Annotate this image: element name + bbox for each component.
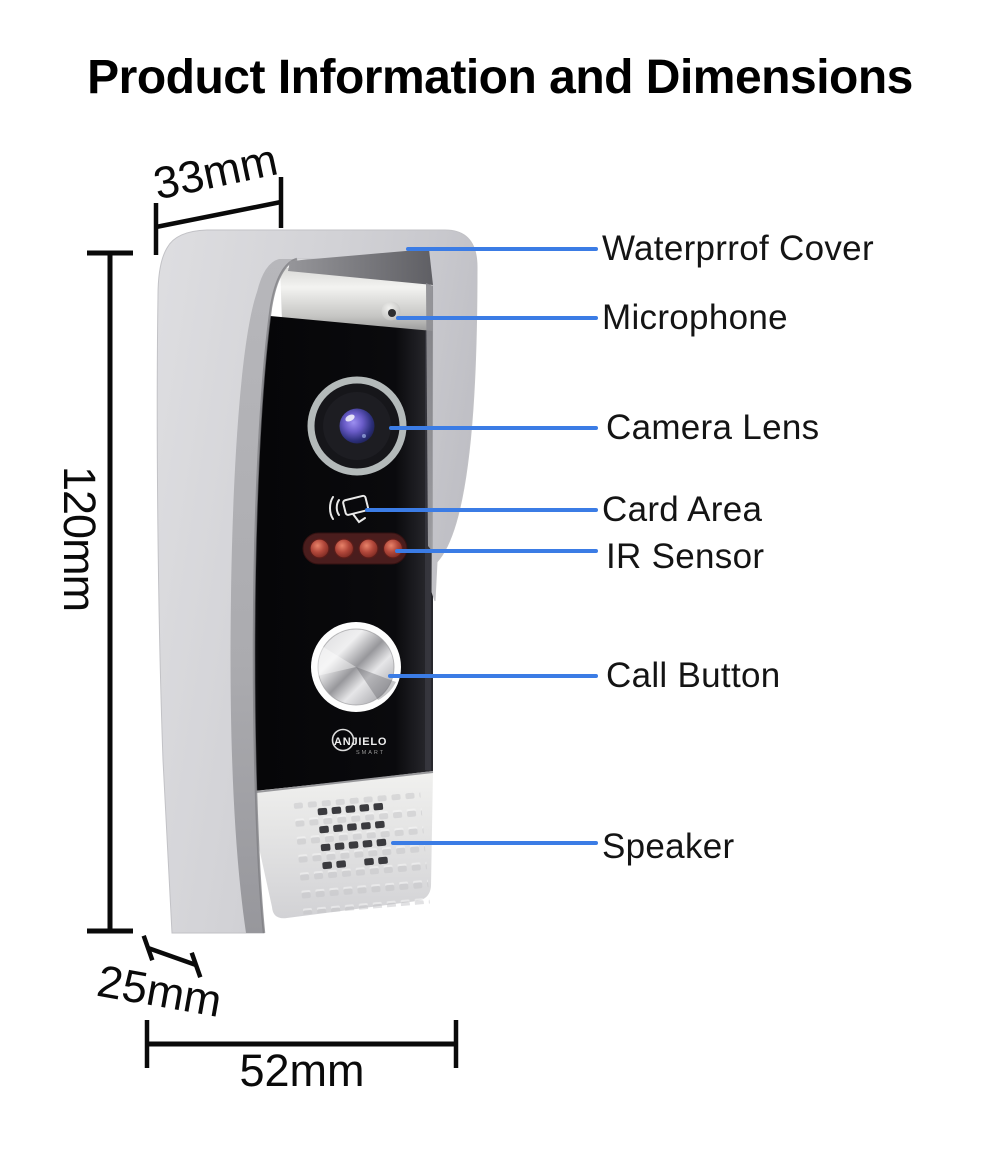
dimension-height: 120mm	[54, 466, 105, 612]
label-camera-lens: Camera Lens	[606, 408, 820, 447]
page-title: Product Information and Dimensions	[87, 51, 913, 104]
intercom-unit: ANJIELO SMART	[244, 267, 434, 919]
label-waterproof-cover: Waterprrof Cover	[602, 229, 874, 268]
dim-line-33mm	[153, 177, 284, 255]
brand-logo: ANJIELO SMART	[331, 728, 387, 756]
ir-sensor-leds	[302, 532, 408, 565]
hood-inner-face	[230, 259, 297, 933]
brand-text: ANJIELO	[334, 736, 387, 748]
leader-camera-lens	[389, 426, 598, 430]
label-microphone: Microphone	[602, 298, 788, 337]
label-speaker: Speaker	[602, 827, 735, 866]
dimension-lines	[87, 177, 459, 1068]
dim-line-25mm	[141, 935, 203, 978]
leader-card-area	[365, 508, 598, 512]
leader-ir-sensor	[395, 549, 598, 553]
call-button	[311, 622, 401, 712]
waterproof-cover-shape	[156, 229, 478, 934]
label-card-area: Card Area	[602, 490, 763, 529]
camera-lens	[307, 376, 407, 476]
dim-line-120mm	[87, 250, 133, 934]
hood-underside-shadow	[288, 249, 433, 285]
leader-microphone	[396, 316, 598, 320]
microphone-hole	[381, 301, 401, 321]
brand-subtext: SMART	[356, 750, 385, 756]
leader-speaker	[391, 841, 598, 845]
card-reader-icon	[329, 494, 370, 524]
label-call-button: Call Button	[606, 656, 781, 695]
leader-waterproof-cover	[406, 247, 598, 251]
speaker-grille	[246, 771, 434, 919]
hood-right-inner-face	[426, 283, 433, 552]
label-ir-sensor: IR Sensor	[606, 537, 765, 576]
dimension-bottom-width: 52mm	[239, 1045, 365, 1096]
leader-call-button	[388, 674, 598, 678]
dim-line-52mm	[144, 1020, 459, 1068]
